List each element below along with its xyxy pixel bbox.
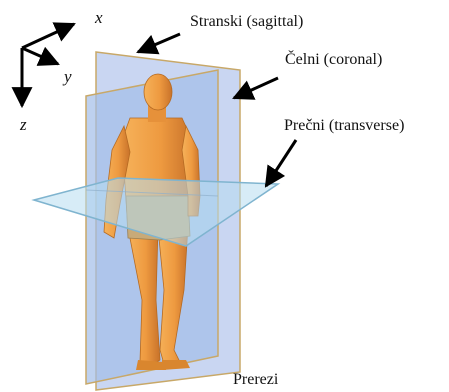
transverse-plane <box>34 178 278 246</box>
x-axis-arrow <box>22 24 74 48</box>
axes-triad <box>22 24 74 106</box>
caption: Prerezi <box>233 372 278 388</box>
coronal-label: Čelni (coronal) <box>285 52 382 68</box>
transverse-label: Prečni (transverse) <box>284 118 404 134</box>
z-axis-label: z <box>20 116 27 133</box>
sagittal-label: Stranski (sagittal) <box>190 14 303 30</box>
y-axis-arrow <box>22 48 58 64</box>
transverse-arrow <box>266 140 296 186</box>
x-axis-label: x <box>95 9 103 26</box>
sagittal-arrow <box>138 34 180 52</box>
y-axis-label: y <box>64 68 72 85</box>
